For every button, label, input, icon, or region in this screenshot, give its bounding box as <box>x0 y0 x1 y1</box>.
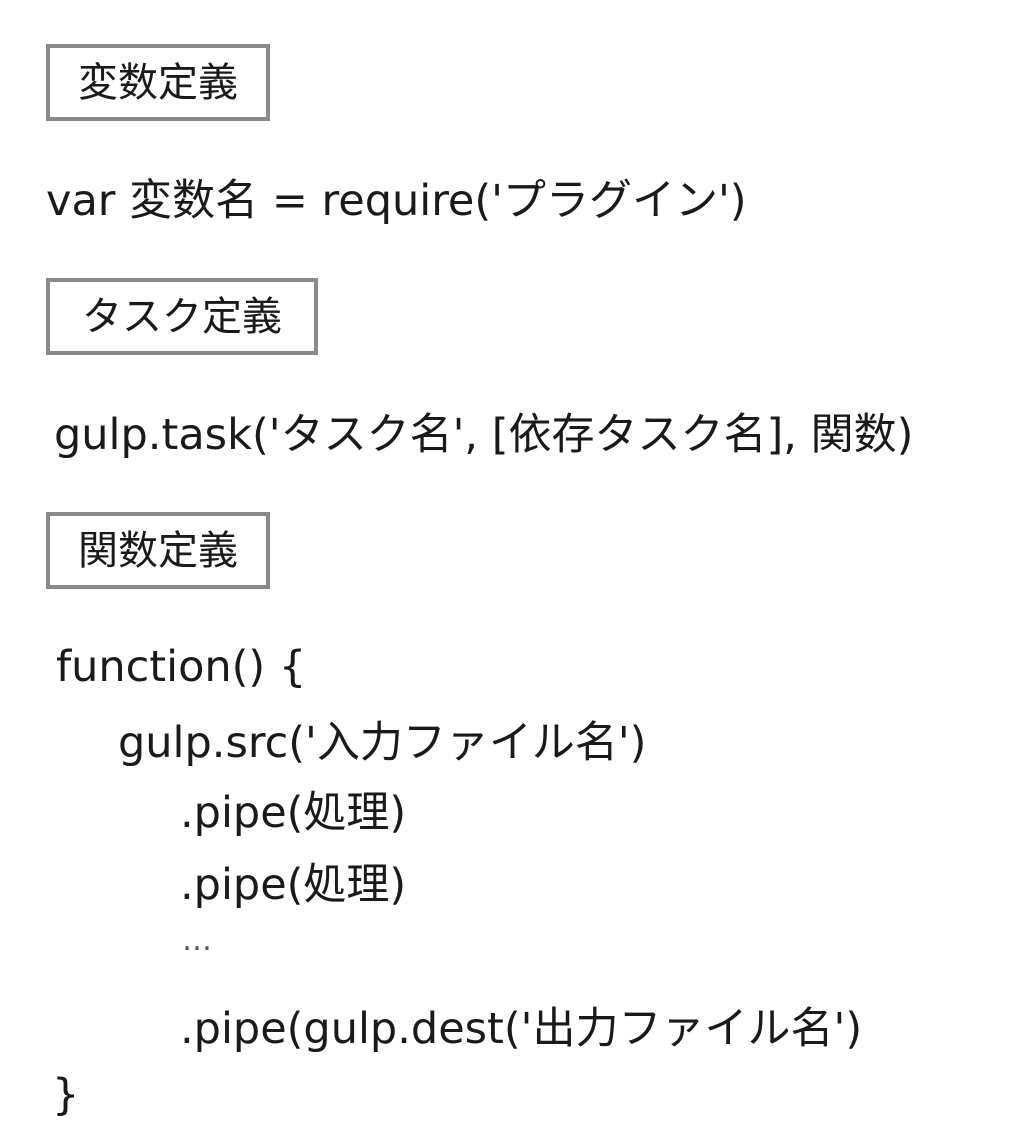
function-code-line: function() { <box>56 642 307 692</box>
variable-definition-code: var 変数名 = require('プラグイン') <box>46 176 747 226</box>
function-code-ellipsis: … <box>182 923 212 958</box>
function-code-line: .pipe(処理) <box>180 860 407 910</box>
function-code-line: .pipe(gulp.dest('出力ファイル名') <box>180 1004 863 1054</box>
task-definition-code: gulp.task('タスク名', [依存タスク名], 関数) <box>54 410 914 460</box>
function-code-line: .pipe(処理) <box>180 788 407 838</box>
function-definition-heading: 関数定義 <box>46 512 270 589</box>
variable-definition-heading: 変数定義 <box>46 44 270 121</box>
function-code-line: gulp.src('入力ファイル名') <box>118 718 647 768</box>
function-code-line: } <box>52 1070 80 1120</box>
task-definition-heading: タスク定義 <box>46 278 318 355</box>
